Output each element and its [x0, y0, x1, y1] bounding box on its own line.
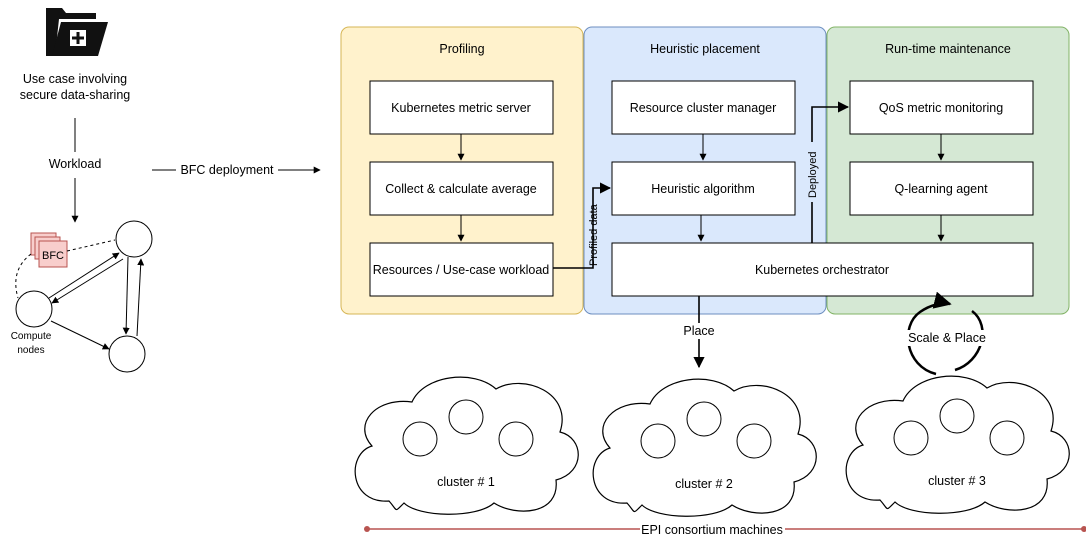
metric-server-label: Kubernetes metric server [391, 101, 531, 115]
deployed-label-bg [806, 142, 818, 202]
deployment-label: BFC deployment [180, 163, 274, 177]
heuristic-algorithm-label: Heuristic algorithm [651, 182, 755, 196]
cluster-node [402, 421, 438, 457]
bfc-stack [30, 232, 68, 268]
consortium-line-start [364, 526, 370, 532]
edge-left-to-top [48, 252, 120, 299]
consortium-label: EPI consortium machines [641, 523, 783, 537]
orchestrator-box [611, 242, 1034, 297]
compute-nodes-line2: nodes [17, 345, 44, 356]
edge-bottom-to-top [136, 258, 145, 337]
cluster-manager-label: Resource cluster manager [630, 101, 777, 115]
cluster-node [939, 398, 975, 434]
bfc-link-left [15, 253, 32, 299]
cluster-node [498, 421, 534, 457]
compute-nodes-line1: Compute [11, 331, 52, 342]
consortium-label-bg [640, 521, 785, 537]
q-learning-label: Q-learning agent [894, 182, 988, 196]
cluster-manager-box [611, 80, 796, 135]
workload-label: Workload [49, 157, 102, 171]
bfc-link-top [66, 239, 116, 252]
compute-node-bottom [108, 335, 146, 373]
profiling-title: Profiling [439, 42, 484, 56]
cluster-label: cluster # 3 [928, 474, 986, 488]
collect-average-label: Collect & calculate average [385, 182, 537, 196]
cluster-cloud [845, 375, 1070, 514]
cluster-cloud [354, 376, 579, 515]
deployed-label: Deployed [807, 152, 819, 198]
scale-place-label: Scale & Place [908, 331, 986, 345]
cluster-label: cluster # 1 [437, 475, 495, 489]
cluster-node [736, 423, 772, 459]
cluster-node [448, 399, 484, 435]
edge-top-to-bottom [122, 256, 130, 335]
profiled-data-label: Profiled data [588, 203, 600, 266]
profiled-data-arrow [553, 182, 612, 269]
q-learning-box [849, 161, 1034, 216]
heuristic-algorithm-box [611, 161, 796, 216]
cluster-node [640, 423, 676, 459]
place-label-bg [681, 323, 717, 339]
metric-server-box [369, 80, 554, 135]
consortium-line-end [1081, 526, 1086, 532]
workload-resources-box [369, 242, 554, 297]
edge-left-to-bottom [50, 320, 110, 350]
workload-resources-label: Resources / Use-case workload [373, 263, 550, 277]
edge-top-to-left [51, 258, 124, 304]
compute-node-left [15, 290, 53, 328]
placement-title: Heuristic placement [650, 42, 760, 56]
qos-monitoring-box [849, 80, 1034, 135]
qos-monitoring-label: QoS metric monitoring [879, 101, 1003, 115]
use-case-line2: secure data-sharing [20, 88, 131, 102]
use-case-line1: Use case involving [23, 72, 127, 86]
cluster-cloud [592, 378, 817, 517]
compute-node-top [115, 220, 153, 258]
place-label: Place [683, 324, 714, 338]
bfc-label: BFC [42, 250, 64, 262]
maintenance-title: Run-time maintenance [885, 42, 1011, 56]
cluster-node [989, 420, 1025, 456]
cluster-label: cluster # 2 [675, 477, 733, 491]
cluster-node [686, 401, 722, 437]
collect-average-box [369, 161, 554, 216]
orchestrator-label: Kubernetes orchestrator [755, 263, 889, 277]
folder-plus-icon [46, 8, 108, 56]
scale-loop-left [906, 291, 952, 376]
cluster-node [893, 420, 929, 456]
scale-label-bg [906, 330, 988, 346]
